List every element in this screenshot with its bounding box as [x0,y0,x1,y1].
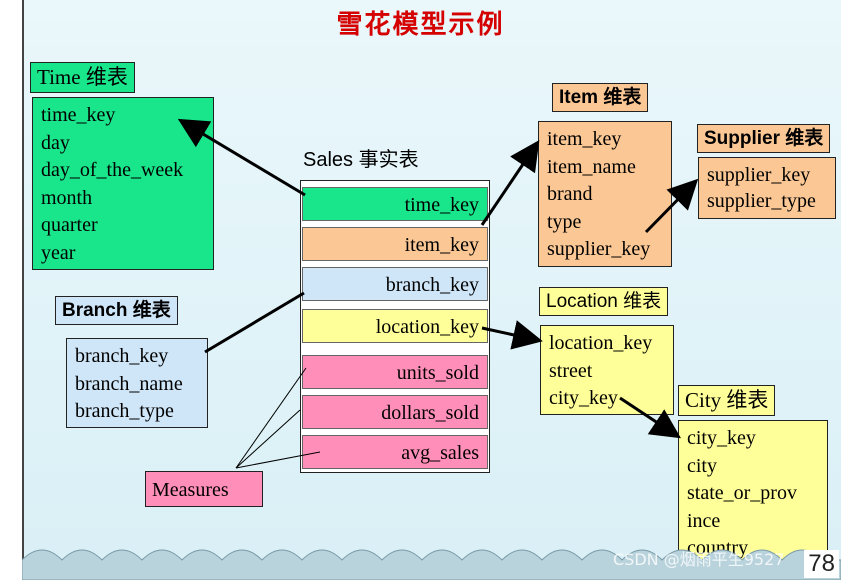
item-field: item_name [547,155,636,178]
watermark: CSDN @烟雨平生9527 [613,550,785,569]
arrow-city [619,396,682,439]
location-field: street [549,359,593,382]
time-dim-label: Time 维表 [30,62,135,93]
item-field: item_key [547,128,622,150]
measures-label: Measures [145,471,263,507]
fact-table-title: Sales 事实表 [303,149,419,171]
time-field: day_of_the_week [41,159,184,181]
measures-line-1 [235,367,307,469]
location-field: city_key [549,387,618,409]
page-number: 78 [804,550,839,578]
city-field: state_or_prov [687,482,797,504]
city-field: city_key [687,427,756,449]
location-dim-table: location_key street city_key [540,325,674,415]
location-dim-label: Location 维表 [539,287,669,316]
fact-row-dollars-sold: dollars_sold [302,395,488,429]
branch-field: branch_name [75,372,183,395]
arrow-time [177,118,306,197]
item-field: type [547,210,582,233]
supplier-dim-table: supplier_key supplier_type [698,157,836,219]
city-field: city [687,454,717,477]
item-dim-table: item_key item_name brand type supplier_k… [538,121,672,267]
branch-dim-label: Branch 维表 [55,296,178,325]
supplier-dim-label: Supplier 维表 [697,124,831,153]
city-field: ince [687,509,721,532]
branch-field: branch_type [75,400,174,422]
item-dim-label: Item 维表 [552,83,649,112]
location-field: location_key [549,332,653,354]
branch-field: branch_key [75,345,169,367]
time-field: month [41,186,93,209]
fact-row-time-key: time_key [302,187,488,221]
item-field: supplier_key [547,238,651,260]
time-field: quarter [41,214,98,236]
decorative-waves [22,549,841,580]
arrow-branch [204,291,305,354]
fact-row-avg-sales: avg_sales [302,435,488,469]
fact-row-branch-key: branch_key [302,267,488,301]
slide-left-border [0,0,24,580]
arrow-supplier [644,178,699,234]
city-dim-label: City 维表 [678,385,776,416]
slide-title: 雪花模型示例 [336,10,505,40]
measures-line-2 [235,409,301,469]
supplier-field: supplier_type [707,190,816,212]
measures-line-3 [235,451,321,469]
time-field: time_key [41,104,116,126]
arrow-location [481,320,543,350]
time-field: year [41,241,76,264]
city-dim-table: city_key city state_or_prov ince country [678,420,828,565]
time-dim-table: time_key day day_of_the_week month quart… [32,97,214,270]
arrow-item [480,140,540,226]
fact-row-units-sold: units_sold [302,355,488,389]
supplier-field: supplier_key [707,164,811,186]
fact-row-location-key: location_key [302,309,488,343]
time-field: day [41,131,70,154]
fact-row-item-key: item_key [302,227,488,261]
item-field: brand [547,183,593,205]
branch-dim-table: branch_key branch_name branch_type [66,338,208,428]
